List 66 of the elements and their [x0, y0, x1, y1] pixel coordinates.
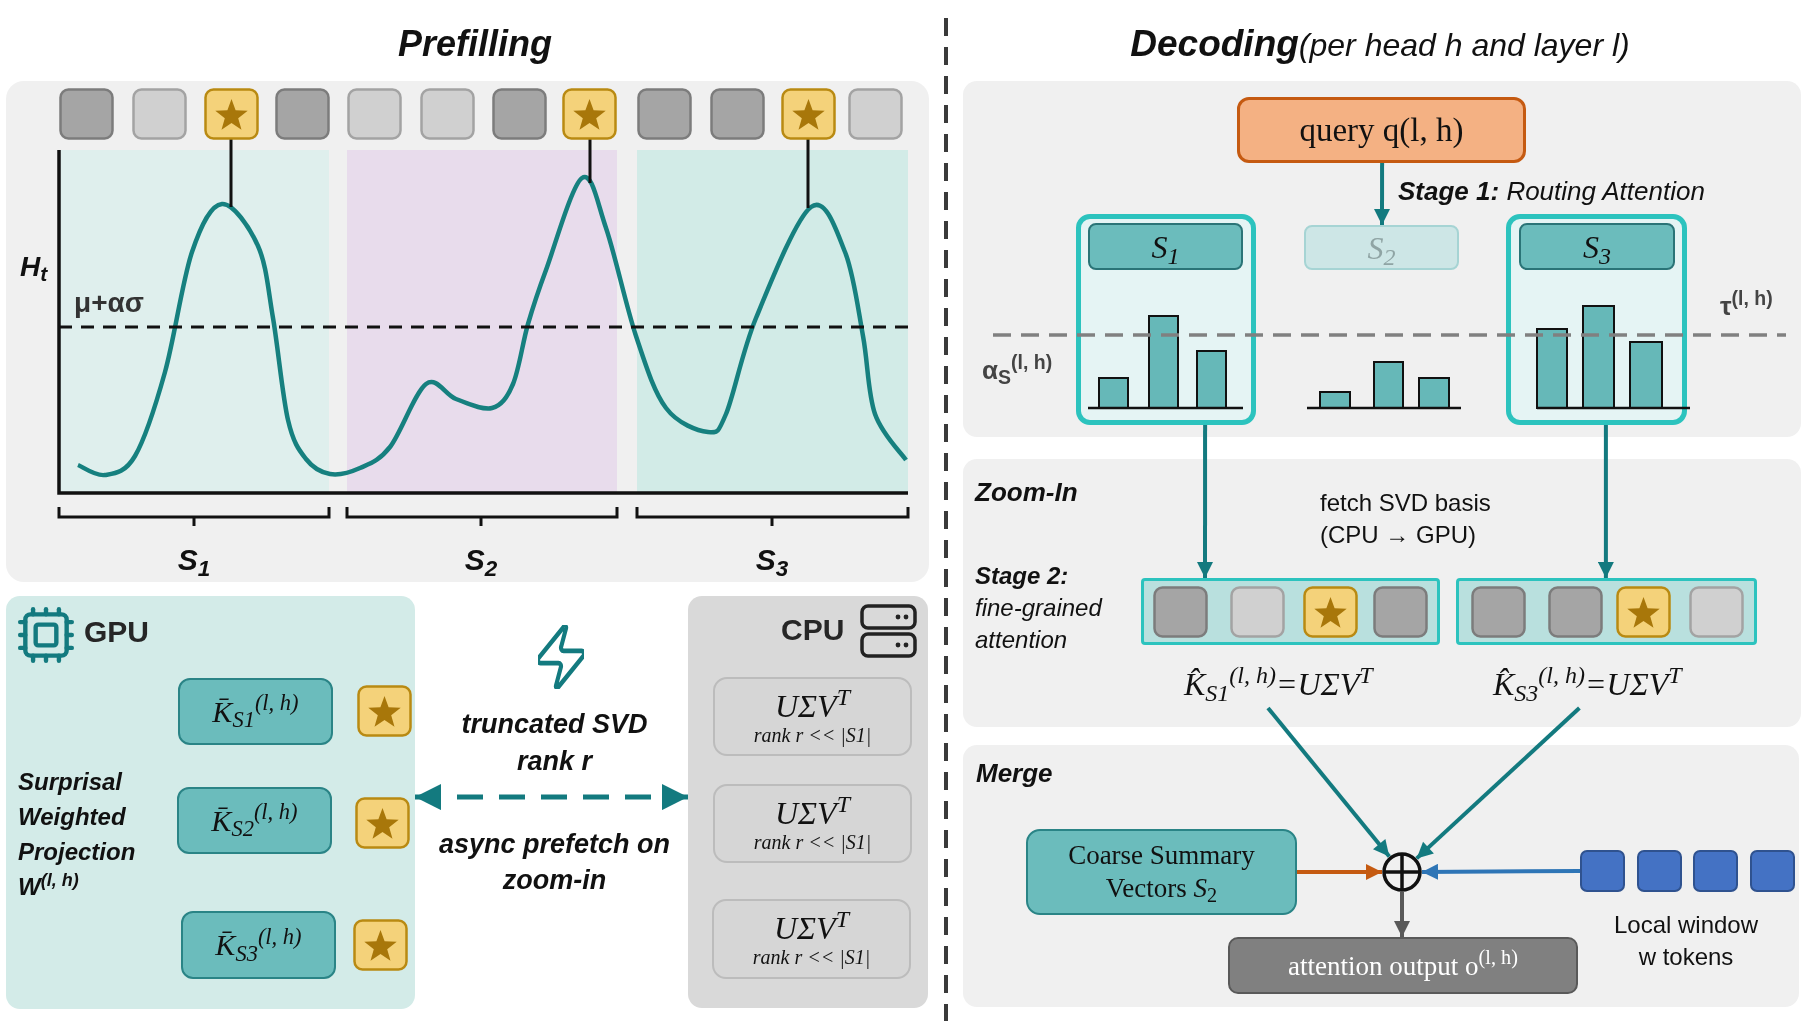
svd-factor-box: [713, 677, 912, 756]
segment-label: S$_{1}$: [176, 542, 212, 578]
segment-header-box: [1519, 223, 1675, 270]
math-note: rank r << |S1|: [752, 946, 871, 968]
math-formula: UΣV$^{T}$: [774, 910, 849, 946]
math-formula: K̂$_{S3}$$^{(l, h)}$=UΣV$^{T}$: [1493, 660, 1682, 708]
arrow: [1422, 863, 1580, 880]
merge-panel: [963, 745, 1799, 1007]
token-bar: [1141, 578, 1440, 645]
math-formula: UΣV$^{T}$: [775, 687, 850, 724]
token-squares: [1580, 850, 1795, 892]
arrow: [1597, 425, 1614, 578]
box-label: Coarse Summary Vectors S$_{2}$: [1067, 839, 1256, 905]
selected-segment-frame: [1076, 214, 1256, 425]
math-note: rank r << |S1|: [753, 723, 872, 746]
panel-heading: Merge: [976, 757, 1053, 789]
segment-label: S$_{2}$: [1367, 228, 1396, 267]
cpu-panel: [688, 596, 928, 1008]
circled-plus-symbol: [1382, 852, 1422, 892]
threshold-label: μ+ασ: [74, 286, 144, 320]
arrow: [1197, 425, 1213, 578]
arrow: [1415, 706, 1581, 860]
arrow: [1394, 892, 1410, 937]
selected-segment-frame: [1506, 214, 1687, 425]
description-text: Stage 2: fine-grained attention: [975, 561, 1104, 655]
segment-label: S$_{2}$: [463, 542, 499, 578]
arrow: [1374, 163, 1391, 225]
double-headed-arrow: [415, 784, 688, 811]
panel-heading: CPU: [781, 613, 845, 647]
panel-heading: Zoom-In: [975, 476, 1078, 508]
panel-heading: GPU: [84, 615, 149, 649]
key-summary-box: [181, 911, 336, 979]
segment-header-box: [1304, 225, 1459, 270]
key-summary-box: [178, 678, 333, 745]
query-box: [1237, 97, 1526, 163]
zoom-in-panel: [963, 459, 1801, 727]
segment-label: S$_{3}$: [754, 542, 790, 578]
math-formula: K̂$_{S1}$$^{(l, h)}$=UΣV$^{T}$: [1184, 660, 1373, 708]
section-title: Prefilling: [397, 22, 553, 66]
key-summary-box: [177, 787, 332, 854]
description-text: fetch SVD basis (CPU → GPU): [1320, 488, 1492, 550]
segment-header-box: [1088, 223, 1243, 270]
math-formula: UΣV$^{T}$: [775, 794, 850, 831]
token-bar: [1456, 578, 1757, 645]
gpu-panel: [6, 596, 415, 1009]
summary-vector-box: [1026, 829, 1297, 915]
chart-panel: [6, 81, 929, 582]
description-text: async prefetch on zoom-in: [437, 828, 672, 897]
node-caption: Local window w tokens: [1612, 910, 1760, 972]
arrow: [1266, 706, 1391, 858]
arrow: [1297, 864, 1382, 880]
output-box: [1228, 937, 1578, 994]
edge-label: truncated SVD rank r: [460, 708, 649, 778]
svd-factor-box: [712, 899, 911, 979]
svd-factor-box: [713, 784, 912, 863]
edge-label: Stage 1: Routing Attention: [1398, 175, 1705, 207]
segment-label: S$_{3}$: [1583, 227, 1611, 266]
box-label: query q(l, h): [1299, 111, 1464, 150]
box-label: attention output o$^{(l, h)}$: [1288, 948, 1518, 983]
description-text: Surprisal Weighted Projection W$^{(l, h)}$: [18, 767, 137, 902]
routing-panel: [963, 81, 1801, 437]
threshold-label: τ$^{(l, h)}$: [1720, 290, 1773, 322]
math-note: rank r << |S1|: [753, 830, 872, 853]
axis-label: H$_{t}$: [20, 250, 48, 284]
segment-label: S$_{1}$: [1151, 227, 1180, 266]
section-title: Decoding(per head h and layer l): [1129, 22, 1631, 66]
